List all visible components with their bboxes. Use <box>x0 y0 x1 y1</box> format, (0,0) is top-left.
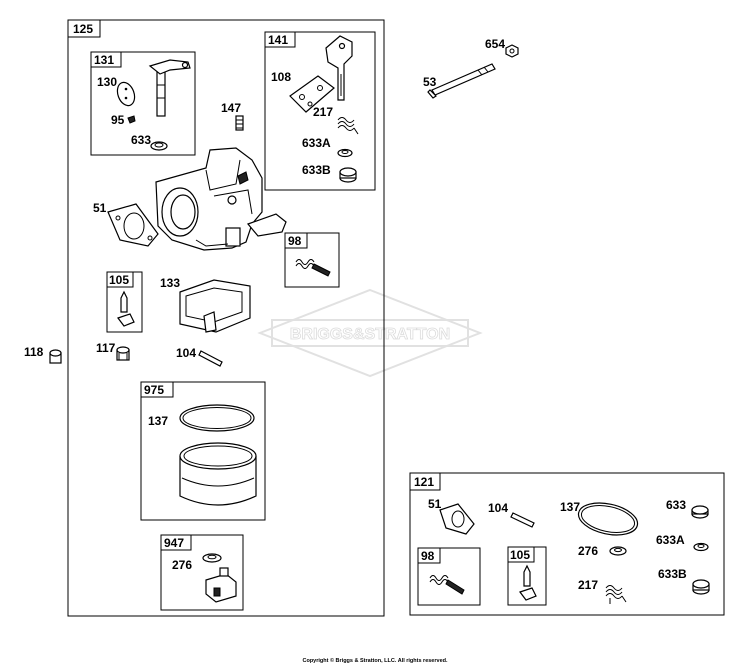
part-147-label: 147 <box>221 101 241 115</box>
assembly-141-tag <box>264 31 296 48</box>
needle-valve-105-part <box>117 290 135 327</box>
kit-washer-276-part <box>609 546 627 556</box>
assembly-975-box <box>140 381 266 521</box>
assembly-125-box <box>67 19 385 617</box>
part-633b-label: 633B <box>302 163 331 177</box>
part-104-label: 104 <box>176 346 196 360</box>
assembly-125-label: 125 <box>73 22 93 36</box>
part-53-label: 53 <box>423 75 437 89</box>
assembly-125-tag <box>67 19 101 38</box>
solenoid-947-part <box>205 567 237 603</box>
washer-633a-part <box>337 148 353 158</box>
kit-o-ring-137-part <box>577 502 639 536</box>
assembly-121-tag <box>409 472 441 491</box>
part-130-label: 130 <box>97 75 117 89</box>
stud-53-part <box>427 63 496 99</box>
kit-assembly-105-label: 105 <box>510 548 530 562</box>
copyright-notice: Copyright © Briggs & Stratton, LLC. All … <box>302 658 448 664</box>
kit-needle-valve-105-part <box>519 564 537 601</box>
nut-654-part <box>505 44 519 58</box>
kit-part-137-label: 137 <box>560 500 580 514</box>
part-633-label: 633 <box>131 133 151 147</box>
assembly-131-tag <box>90 51 122 68</box>
assembly-98-tag <box>284 232 308 249</box>
washer-633-part <box>150 141 168 151</box>
o-ring-137-part <box>179 404 255 432</box>
part-118-label: 118 <box>24 345 44 359</box>
assembly-947-tag <box>160 534 192 551</box>
kit-washer-633a-part <box>693 542 709 552</box>
throttle-plate-part <box>116 81 136 107</box>
part-95-label: 95 <box>111 113 125 127</box>
kit-bushing-633b-part <box>692 579 710 595</box>
governor-bracket-part <box>325 35 353 101</box>
kit-mixture-screw-98-part <box>429 575 465 595</box>
pin-104-part <box>198 350 223 367</box>
part-133-label: 133 <box>160 276 180 290</box>
part-51-label: 51 <box>93 201 107 215</box>
assembly-141-label: 141 <box>268 33 288 47</box>
kit-assembly-105-tag <box>507 546 535 563</box>
carburetor-body-part <box>155 147 287 251</box>
idle-screw-147-part <box>235 115 244 131</box>
kit-part-633a-label: 633A <box>656 533 685 547</box>
part-137-label: 137 <box>148 414 168 428</box>
assembly-98-label: 98 <box>288 234 302 248</box>
assembly-121-box <box>409 472 725 616</box>
gasket-51-part <box>107 203 159 247</box>
assembly-131-label: 131 <box>94 53 114 67</box>
part-117-label: 117 <box>96 341 116 355</box>
assembly-121-label: 121 <box>414 475 434 489</box>
assembly-105-label: 105 <box>109 273 129 287</box>
kit-part-276-label: 276 <box>578 544 598 558</box>
assembly-98-box <box>284 232 340 288</box>
washer-276-part <box>202 553 222 563</box>
screw-95-part <box>127 115 136 124</box>
kit-part-633b-label: 633B <box>658 567 687 581</box>
assembly-141-box <box>264 31 376 191</box>
assembly-975-tag <box>140 381 174 398</box>
brand-watermark: BRIGGS&STRATTON <box>257 288 483 378</box>
brand-watermark-text: BRIGGS&STRATTON <box>290 326 450 343</box>
kit-pin-104-part <box>510 512 535 528</box>
kit-gasket-51-part <box>439 503 475 535</box>
part-276-label: 276 <box>172 558 192 572</box>
part-633a-label: 633A <box>302 136 331 150</box>
spring-217-part <box>337 117 359 135</box>
gasket-108-part <box>289 75 335 113</box>
part-108-label: 108 <box>271 70 291 84</box>
part-217-label: 217 <box>313 105 333 119</box>
assembly-131-box <box>90 51 196 156</box>
kit-part-217-label: 217 <box>578 578 598 592</box>
fitting-117-part <box>116 346 130 361</box>
bushing-633b-part <box>339 167 357 183</box>
kit-assembly-98-box <box>417 547 481 606</box>
kit-assembly-98-tag <box>417 547 441 564</box>
kit-washer-633-part <box>691 505 709 519</box>
assembly-105-tag <box>106 271 134 288</box>
assembly-947-label: 947 <box>164 536 184 550</box>
kit-part-633-label: 633 <box>666 498 686 512</box>
kit-spring-217-part <box>605 585 627 604</box>
float-bowl-part <box>179 442 257 506</box>
float-133-part <box>179 279 251 333</box>
fitting-118-part <box>49 349 62 364</box>
part-654-label: 654 <box>485 37 505 51</box>
assembly-947-box <box>160 534 244 611</box>
kit-part-51-label: 51 <box>428 497 442 511</box>
assembly-975-label: 975 <box>144 383 164 397</box>
mixture-screw-98-part <box>295 259 331 277</box>
kit-assembly-98-label: 98 <box>421 549 435 563</box>
throttle-shaft-part <box>148 59 191 117</box>
kit-part-104-label: 104 <box>488 501 508 515</box>
